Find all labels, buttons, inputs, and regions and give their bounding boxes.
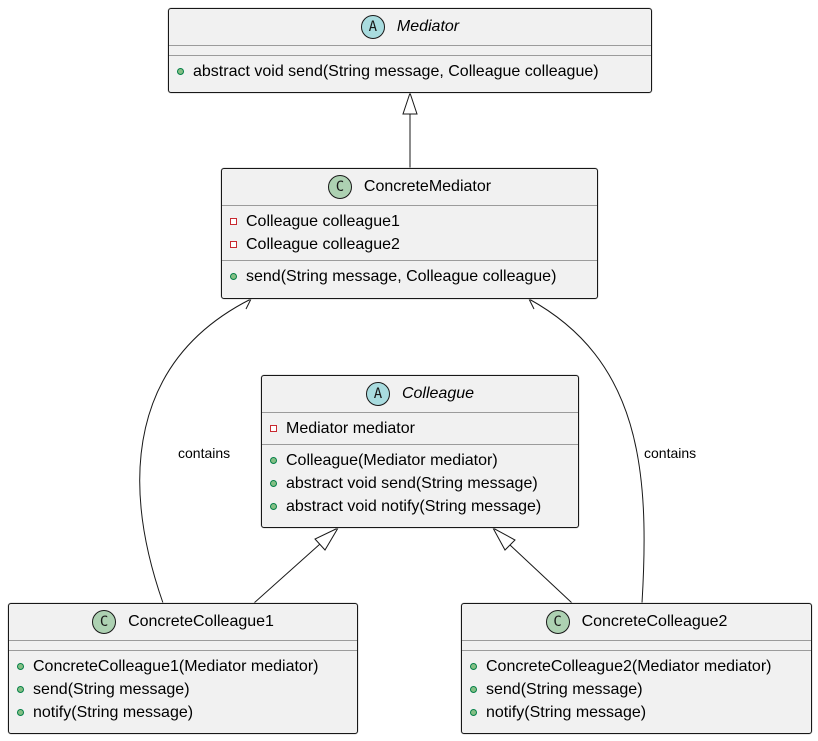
method-row: ConcreteColleague2(Mediator mediator) xyxy=(462,655,811,678)
public-visibility-icon xyxy=(470,663,477,670)
method-text: abstract void send(String message, Colle… xyxy=(193,62,599,80)
fields-section xyxy=(462,641,811,651)
field-text: Colleague colleague1 xyxy=(246,212,400,230)
public-visibility-icon xyxy=(17,709,24,716)
class-icon: C xyxy=(327,175,352,199)
field-text: Mediator mediator xyxy=(286,419,415,437)
fields-section: Mediator mediator xyxy=(262,413,578,445)
methods-section: Colleague(Mediator mediator) abstract vo… xyxy=(262,445,578,522)
class-name: Colleague xyxy=(401,385,475,402)
field-row: Colleague colleague2 xyxy=(222,233,597,256)
association-arrowhead xyxy=(528,298,540,310)
method-text: Colleague(Mediator mediator) xyxy=(286,451,498,469)
abstract-class-icon: A xyxy=(365,382,390,406)
contains-label-right: contains xyxy=(644,445,697,461)
class-mediator[interactable]: A Mediator abstract void send(String mes… xyxy=(168,8,652,93)
class-name: Mediator xyxy=(396,18,460,35)
method-row: Colleague(Mediator mediator) xyxy=(262,449,578,472)
method-row: abstract void send(String message, Colle… xyxy=(169,60,651,83)
fields-section xyxy=(169,46,651,56)
method-row: abstract void notify(String message) xyxy=(262,495,578,518)
class-colleague[interactable]: A Colleague Mediator mediator Colleague(… xyxy=(261,375,579,528)
methods-section: ConcreteColleague1(Mediator mediator) se… xyxy=(9,651,357,728)
class-concrete-colleague2[interactable]: C ConcreteColleague2 ConcreteColleague2(… xyxy=(461,603,812,734)
class-header: C ConcreteColleague2 xyxy=(462,604,811,641)
method-text: abstract void notify(String message) xyxy=(286,497,542,515)
private-visibility-icon xyxy=(230,241,237,248)
public-visibility-icon xyxy=(270,457,277,464)
class-header: C ConcreteMediator xyxy=(222,169,597,206)
inheritance-arrowhead xyxy=(491,526,516,551)
inheritance-edge-concretecolleague1-colleague xyxy=(253,543,321,604)
class-concrete-mediator[interactable]: C ConcreteMediator Colleague colleague1 … xyxy=(221,168,598,299)
class-icon: C xyxy=(92,610,117,634)
inheritance-arrowhead xyxy=(402,91,418,115)
method-row: send(String message, Colleague colleague… xyxy=(222,265,597,288)
fields-section: Colleague colleague1 Colleague colleague… xyxy=(222,206,597,261)
method-text: notify(String message) xyxy=(33,703,194,721)
public-visibility-icon xyxy=(230,273,237,280)
method-row: send(String message) xyxy=(462,678,811,701)
public-visibility-icon xyxy=(270,503,277,510)
methods-section: send(String message, Colleague colleague… xyxy=(222,261,597,292)
class-header: A Mediator xyxy=(169,9,651,46)
method-text: ConcreteColleague1(Mediator mediator) xyxy=(33,657,319,675)
association-edge-concretecolleague1-concretemediator xyxy=(139,298,252,604)
class-name: ConcreteColleague1 xyxy=(128,613,274,630)
methods-section: abstract void send(String message, Colle… xyxy=(169,56,651,87)
method-row: abstract void send(String message) xyxy=(262,472,578,495)
field-row: Colleague colleague1 xyxy=(222,210,597,233)
method-text: send(String message) xyxy=(33,680,190,698)
method-text: notify(String message) xyxy=(486,703,647,721)
class-header: A Colleague xyxy=(262,376,578,413)
public-visibility-icon xyxy=(470,686,477,693)
method-text: send(String message) xyxy=(486,680,643,698)
methods-section: ConcreteColleague2(Mediator mediator) se… xyxy=(462,651,811,728)
method-text: abstract void send(String message) xyxy=(286,474,538,492)
field-row: Mediator mediator xyxy=(262,417,578,440)
method-row: notify(String message) xyxy=(462,701,811,724)
abstract-class-icon: A xyxy=(360,15,385,39)
class-header: C ConcreteColleague1 xyxy=(9,604,357,641)
class-name: ConcreteMediator xyxy=(363,178,492,195)
contains-label-left: contains xyxy=(178,445,231,461)
public-visibility-icon xyxy=(177,68,184,75)
public-visibility-icon xyxy=(17,663,24,670)
method-text: send(String message, Colleague colleague… xyxy=(246,267,557,285)
method-row: notify(String message) xyxy=(9,701,357,724)
class-concrete-colleague1[interactable]: C ConcreteColleague1 ConcreteColleague1(… xyxy=(8,603,358,734)
inheritance-arrowhead xyxy=(314,526,340,551)
fields-section xyxy=(9,641,357,651)
method-row: ConcreteColleague1(Mediator mediator) xyxy=(9,655,357,678)
inheritance-edge-concretecolleague2-colleague xyxy=(509,544,573,604)
association-arrowhead xyxy=(240,298,252,310)
class-icon: C xyxy=(545,610,570,634)
association-edge-concretecolleague2-concretemediator xyxy=(528,298,645,604)
method-text: ConcreteColleague2(Mediator mediator) xyxy=(486,657,772,675)
public-visibility-icon xyxy=(470,709,477,716)
class-name: ConcreteColleague2 xyxy=(581,613,728,630)
method-row: send(String message) xyxy=(9,678,357,701)
private-visibility-icon xyxy=(230,218,237,225)
public-visibility-icon xyxy=(270,480,277,487)
private-visibility-icon xyxy=(270,425,277,432)
field-text: Colleague colleague2 xyxy=(246,235,400,253)
public-visibility-icon xyxy=(17,686,24,693)
